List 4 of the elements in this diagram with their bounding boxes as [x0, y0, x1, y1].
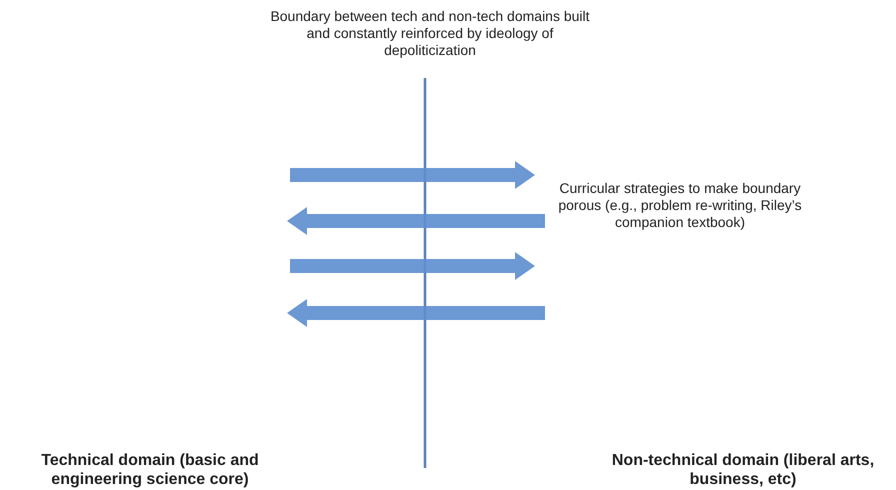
boundary-note: Boundary between tech and non-tech domains built and constantly reinforced by ideology of depoliticization [269, 8, 591, 58]
domain-label: Non-technical domain (liberal arts, business, etc) [610, 451, 876, 490]
domain-label: Technical domain (basic and engineering science core) [40, 451, 260, 490]
strategy-note: Curricular strategies to make boundary porous (e.g., problem re-writing, Riley’s companion textbook) [557, 180, 803, 230]
